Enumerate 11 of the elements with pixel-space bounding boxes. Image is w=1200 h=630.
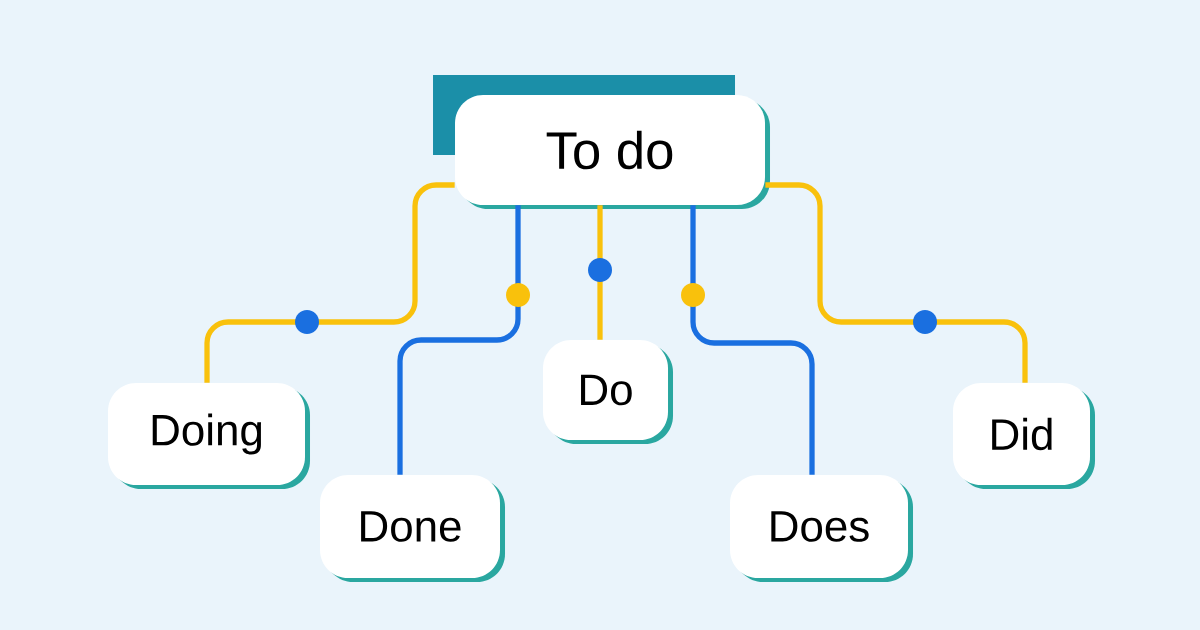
connector-line — [765, 182, 1028, 383]
rounded-box: Doing — [108, 383, 310, 489]
rounded-box: To do — [433, 75, 770, 209]
connector-line — [204, 182, 455, 383]
rounded-box: Do — [543, 340, 673, 444]
connector-line — [681, 205, 815, 475]
rounded-box: Did — [953, 383, 1095, 489]
connector-line — [588, 205, 612, 340]
rounded-box: Done — [320, 475, 505, 582]
connector-line — [397, 205, 530, 475]
rounded-box: Does — [730, 475, 913, 582]
